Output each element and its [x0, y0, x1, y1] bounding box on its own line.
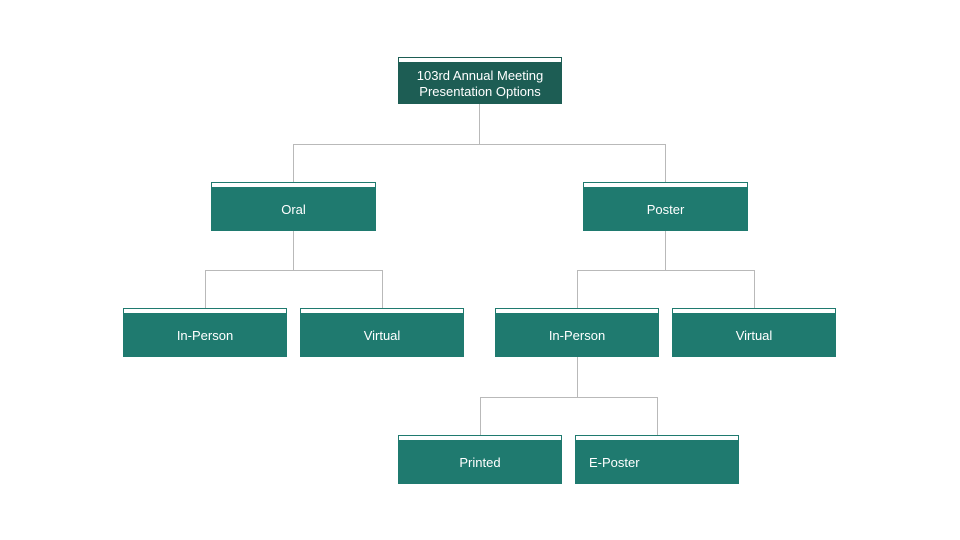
node-e-poster: E-Poster [575, 435, 739, 484]
node-oral-label: Oral [211, 188, 376, 231]
connector-line [293, 144, 294, 182]
connector-line [657, 397, 658, 435]
node-oral-virtual: Virtual [300, 308, 464, 357]
node-root-label-line2: Presentation Options [419, 83, 541, 99]
node-poster-label: Poster [583, 188, 748, 231]
connector-line [480, 397, 481, 435]
node-root: 103rd Annual Meeting Presentation Option… [398, 57, 562, 104]
node-poster: Poster [583, 182, 748, 231]
node-root-header-strip [398, 57, 562, 63]
connector-line [205, 270, 206, 308]
node-oral: Oral [211, 182, 376, 231]
connector-line [382, 270, 383, 308]
node-oral-in-person-label: In-Person [123, 314, 287, 357]
node-root-label-line1: 103rd Annual Meeting [416, 67, 544, 83]
node-poster-virtual-header-strip [672, 308, 836, 314]
connector-line [665, 144, 666, 182]
node-printed-label: Printed [398, 441, 562, 484]
node-oral-virtual-header-strip [300, 308, 464, 314]
connector-line [480, 397, 658, 398]
node-poster-in-person-label: In-Person [495, 314, 659, 357]
node-poster-virtual: Virtual [672, 308, 836, 357]
connector-line [754, 270, 755, 308]
connector-line [293, 144, 666, 145]
node-oral-in-person: In-Person [123, 308, 287, 357]
connector-line [577, 357, 578, 397]
connector-line [577, 270, 578, 308]
node-root-label: 103rd Annual Meeting Presentation Option… [398, 63, 562, 104]
connector-line [577, 270, 755, 271]
node-printed: Printed [398, 435, 562, 484]
node-oral-header-strip [211, 182, 376, 188]
node-e-poster-header-strip [575, 435, 739, 441]
node-poster-virtual-label: Virtual [672, 314, 836, 357]
node-oral-virtual-label: Virtual [300, 314, 464, 357]
node-printed-header-strip [398, 435, 562, 441]
connector-line [293, 231, 294, 270]
connector-line [479, 104, 480, 144]
node-poster-in-person-header-strip [495, 308, 659, 314]
node-oral-in-person-header-strip [123, 308, 287, 314]
node-e-poster-label: E-Poster [575, 441, 739, 484]
node-poster-header-strip [583, 182, 748, 188]
node-poster-in-person: In-Person [495, 308, 659, 357]
connector-line [205, 270, 383, 271]
connector-line [665, 231, 666, 270]
